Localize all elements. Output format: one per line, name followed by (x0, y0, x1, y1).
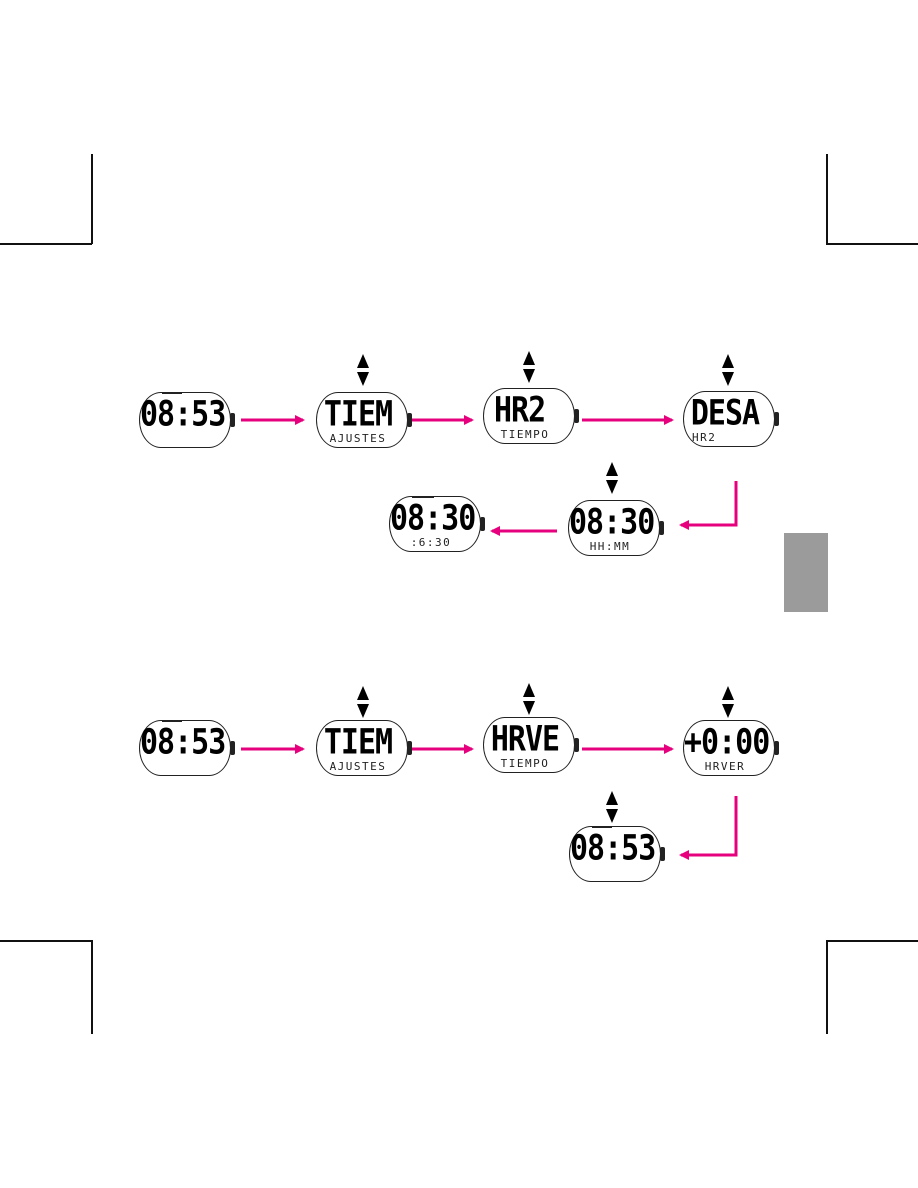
watch-main-text: TIEM (323, 722, 393, 763)
watch-display-offset: DESA HR2 (683, 391, 779, 447)
watch-button-icon (230, 741, 235, 755)
watch-display-settings: TIEM AJUSTES (316, 720, 412, 776)
display-indicator-bar (412, 496, 434, 498)
crop-mark-top-right-v (826, 154, 828, 244)
watch-main-text: DESA (690, 393, 760, 434)
watch-button-icon (774, 412, 779, 426)
crop-mark-bottom-right-h (826, 940, 918, 942)
watch-main-text: 08:30 (390, 498, 476, 539)
watch-main-text: 08:30 (569, 502, 655, 543)
watch-display-dst: HRVE TIEMPO (483, 717, 579, 773)
watch-display-dst-offset: +0:00 HRVER (683, 720, 779, 776)
up-down-arrow-icon (722, 354, 734, 386)
watch-button-icon (230, 413, 235, 427)
up-down-arrow-icon (523, 683, 535, 715)
watch-button-icon (407, 413, 412, 427)
display-indicator-bar (162, 720, 182, 722)
crop-mark-top-left-h (0, 243, 92, 245)
up-down-arrow-icon (523, 351, 535, 383)
watch-sub-text: AJUSTES (329, 760, 387, 773)
up-down-arrow-icon (722, 686, 734, 718)
language-tab (784, 533, 828, 612)
display-indicator-bar (592, 826, 612, 828)
watch-main-text: HR2 (494, 390, 546, 431)
watch-sub-text: HR2 (692, 431, 717, 444)
watch-display-settings: TIEM AJUSTES (316, 392, 412, 448)
watch-button-icon (659, 521, 664, 535)
watch-display-time: 08:53 (139, 720, 235, 776)
watch-main-text: HRVE (490, 719, 560, 760)
watch-sub-text: TIEMPO (500, 428, 550, 441)
watch-sub-text: :6:30 (410, 536, 452, 549)
watch-display-time: 08:53 (139, 392, 235, 448)
up-down-arrow-icon (606, 462, 618, 494)
watch-sub-text: AJUSTES (329, 432, 387, 445)
watch-sub-text: HRVER (704, 760, 746, 773)
crop-mark-bottom-left-v (91, 940, 93, 1034)
corner-arrow-icon (679, 796, 738, 860)
display-indicator-bar (162, 392, 182, 394)
up-down-arrow-icon (357, 686, 369, 718)
watch-display-hhmm: 08:30 HH:MM (568, 500, 664, 556)
watch-main-text: TIEM (323, 394, 393, 435)
watch-sub-text: HH:MM (589, 540, 631, 553)
watch-button-icon (574, 409, 579, 423)
watch-sub-text: TIEMPO (500, 757, 550, 770)
crop-mark-top-right-h (826, 243, 918, 245)
watch-display-result: 08:53 (569, 826, 665, 882)
watch-button-icon (407, 741, 412, 755)
up-down-arrow-icon (606, 791, 618, 823)
watch-main-text: 08:53 (140, 394, 226, 435)
up-down-arrow-icon (357, 354, 369, 386)
watch-display-tz2: HR2 TIEMPO (483, 388, 579, 444)
watch-button-icon (660, 847, 665, 861)
crop-mark-bottom-left-h (0, 940, 92, 942)
watch-main-text: +0:00 (684, 722, 770, 763)
watch-button-icon (574, 738, 579, 752)
crop-mark-top-left-v (91, 154, 93, 244)
watch-main-text: 08:53 (140, 722, 226, 763)
crop-mark-bottom-right-v (826, 940, 828, 1034)
watch-display-result: 08:30 :6:30 (389, 496, 485, 552)
watch-button-icon (480, 517, 485, 531)
watch-button-icon (774, 741, 779, 755)
corner-arrow-icon (679, 481, 738, 530)
watch-main-text: 08:53 (570, 828, 656, 869)
